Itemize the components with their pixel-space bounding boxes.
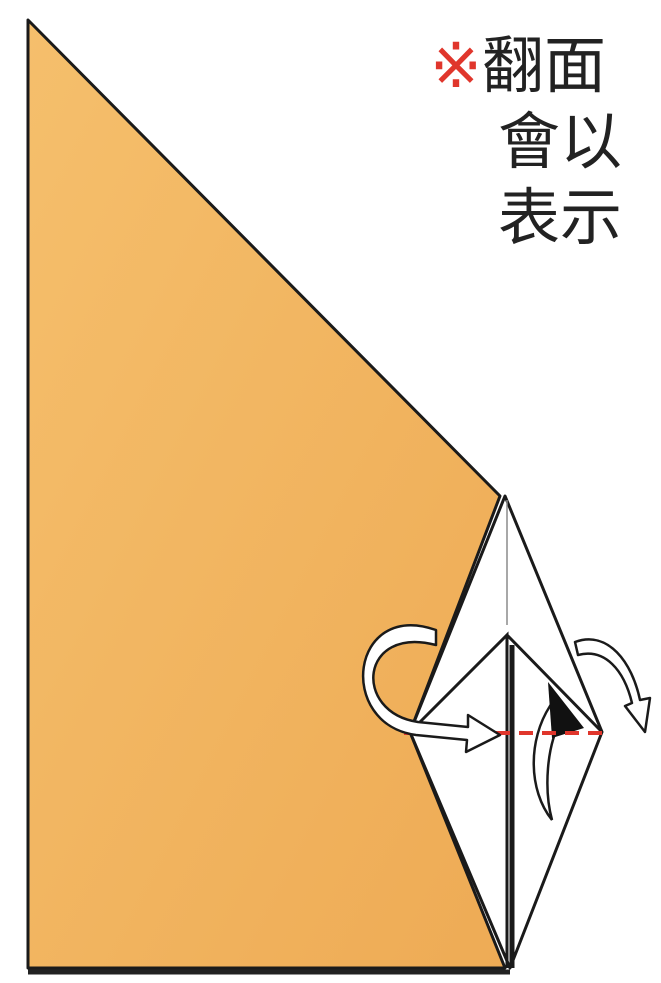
left-curved-arrow	[361, 624, 502, 754]
note-line-2: 會以	[498, 105, 623, 178]
inner-flap-outline	[532, 704, 564, 821]
note-text: ※翻面 會以 表示	[430, 28, 622, 254]
note-line-3: 表示	[498, 181, 623, 254]
inner-fold-right	[505, 633, 604, 734]
right-curved-arrow	[573, 638, 652, 734]
reference-mark: ※	[430, 29, 482, 102]
orange-paper-body	[26, 18, 507, 970]
black-pointer-triangle	[548, 682, 584, 738]
note-line-1: 翻面	[481, 29, 606, 102]
